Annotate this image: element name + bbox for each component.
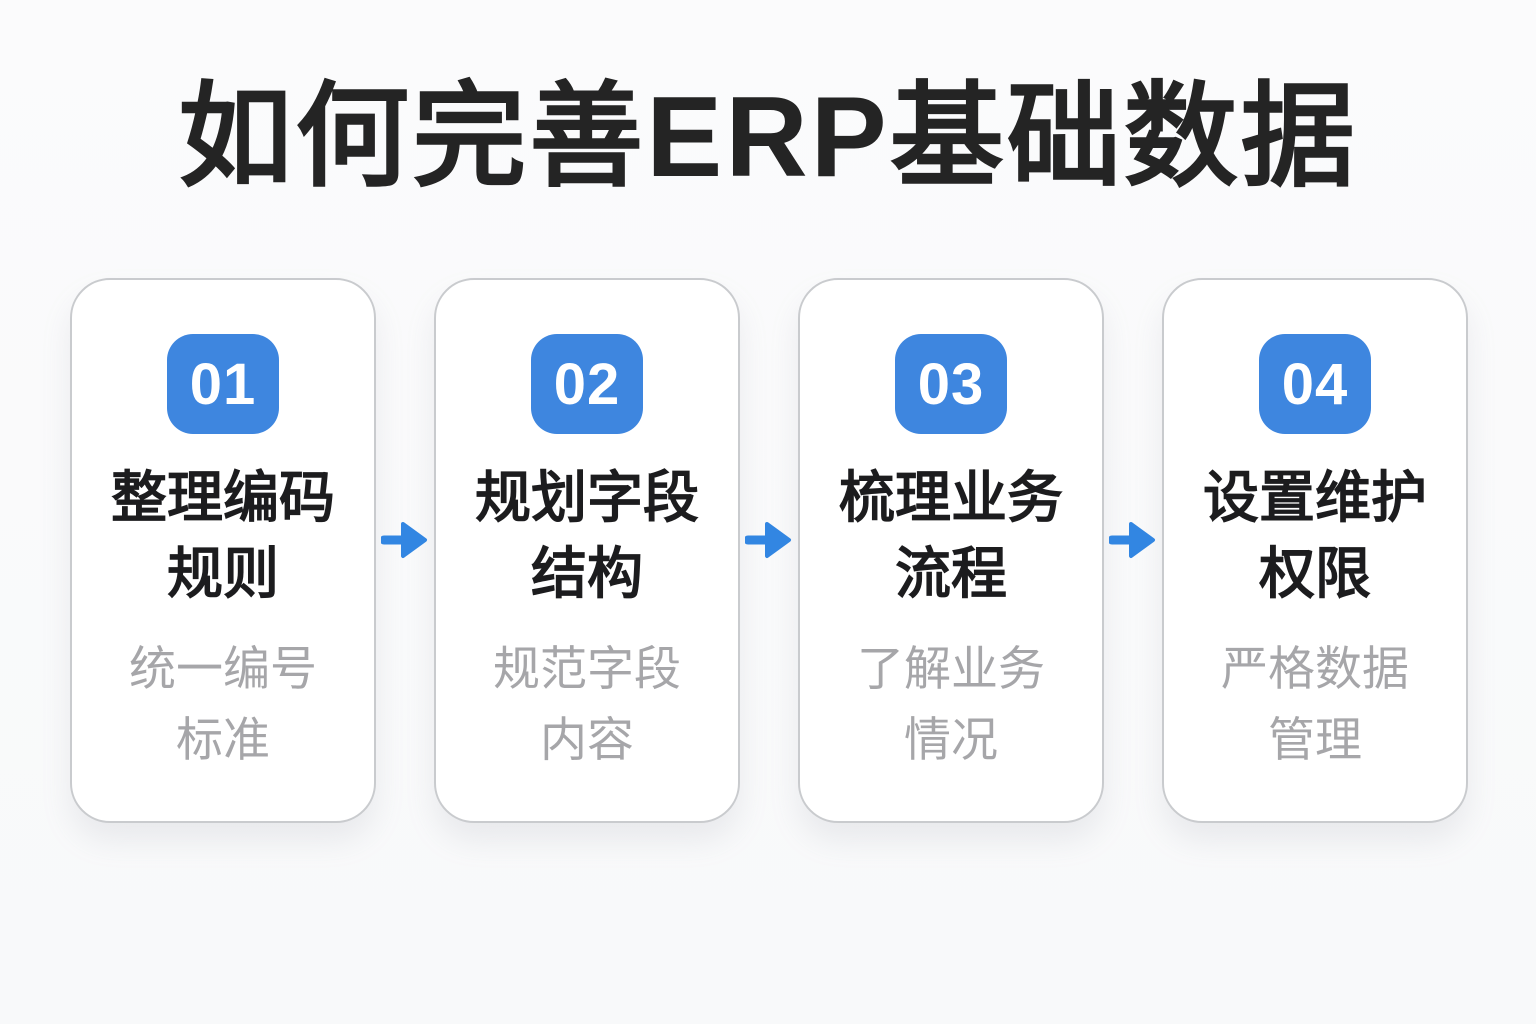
- step-desc-line: 严格数据: [1221, 642, 1409, 696]
- step-number-badge: 01: [167, 334, 279, 434]
- step-card-1: 01 整理编码 规则 统一编号 标准: [70, 278, 376, 823]
- step-title-line: 权限: [1259, 542, 1371, 606]
- step-card-4: 04 设置维护 权限 严格数据 管理: [1162, 278, 1468, 823]
- step-description: 规范字段 内容: [493, 634, 681, 775]
- step-desc-line: 规范字段: [493, 642, 681, 696]
- step-title-line: 整理编码: [111, 466, 335, 529]
- steps-row: 01 整理编码 规则 统一编号 标准 02 规划字段 结构: [70, 278, 1468, 823]
- step-title-line: 设置维护: [1203, 466, 1427, 529]
- step-title-line: 梳理业务: [839, 466, 1063, 529]
- step-title-line: 流程: [895, 542, 1007, 606]
- step-title-line: 规则: [167, 542, 279, 606]
- step-desc-line: 情况: [904, 712, 998, 766]
- step-title: 梳理业务 流程: [839, 460, 1063, 612]
- step-desc-line: 标准: [176, 712, 270, 766]
- step-title: 设置维护 权限: [1203, 460, 1427, 612]
- step-card-2: 02 规划字段 结构 规范字段 内容: [434, 278, 740, 823]
- step-title-line: 规划字段: [475, 466, 699, 529]
- step-desc-line: 内容: [540, 712, 634, 766]
- step-number-badge: 03: [895, 334, 1007, 434]
- step-description: 了解业务 情况: [857, 634, 1045, 775]
- arrow-right-icon: [381, 517, 429, 563]
- arrow-right-icon: [1109, 517, 1157, 563]
- step-title: 整理编码 规则: [111, 460, 335, 612]
- step-title: 规划字段 结构: [475, 460, 699, 612]
- step-desc-line: 管理: [1268, 712, 1362, 766]
- step-number-badge: 02: [531, 334, 643, 434]
- step-desc-line: 了解业务: [857, 642, 1045, 696]
- step-card-3: 03 梳理业务 流程 了解业务 情况: [798, 278, 1104, 823]
- arrow-right-icon: [745, 517, 793, 563]
- page-title: 如何完善ERP基础数据: [178, 74, 1358, 201]
- step-number-badge: 04: [1259, 334, 1371, 434]
- step-desc-line: 统一编号: [129, 642, 317, 696]
- step-title-line: 结构: [531, 542, 643, 606]
- step-description: 严格数据 管理: [1221, 634, 1409, 775]
- step-description: 统一编号 标准: [129, 634, 317, 775]
